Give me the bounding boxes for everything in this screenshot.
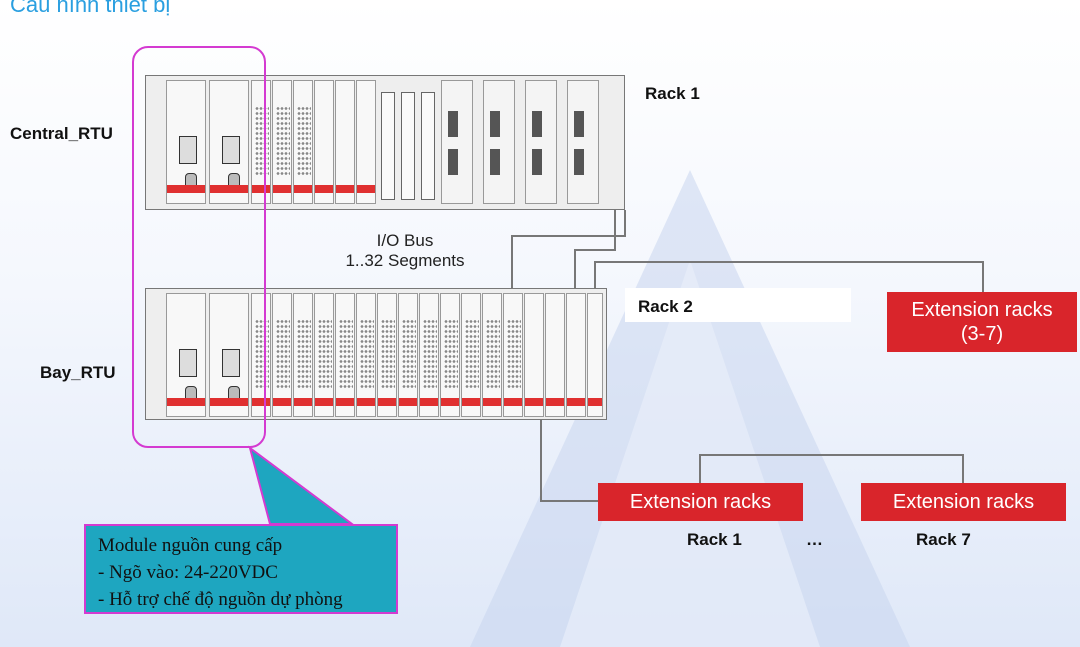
communication-module <box>525 80 557 204</box>
bay-rtu-rack <box>145 288 607 420</box>
io-module <box>440 293 460 417</box>
communication-module <box>441 80 473 204</box>
callout-redundancy: - Hỗ trợ chế độ nguồn dự phòng <box>98 589 343 610</box>
io-bus-title: I/O Bus <box>376 231 434 250</box>
io-module <box>335 80 355 204</box>
power-supply-module-2 <box>209 293 249 417</box>
io-module <box>356 80 376 204</box>
io-module <box>566 293 586 417</box>
bay-rtu-label: Bay_RTU <box>40 363 116 382</box>
power-supply-module-1 <box>166 293 206 417</box>
io-module <box>314 293 334 417</box>
io-module <box>482 293 502 417</box>
central-rtu-label: Central_RTU <box>10 124 113 143</box>
extension-racks-upper: Extension racks (3-7) <box>887 292 1077 352</box>
io-module <box>314 80 334 204</box>
rack1-label: Rack 1 <box>645 84 700 103</box>
communication-module <box>483 80 515 204</box>
page-title: Cấu hình thiết bị <box>10 0 171 17</box>
ext-ellipsis-label: … <box>806 530 823 549</box>
power-module-highlight <box>132 46 266 448</box>
ext-rack1-label: Rack 1 <box>687 530 742 549</box>
extension-racks-upper-title: Extension racks <box>911 299 1053 321</box>
io-module <box>335 293 355 417</box>
io-bus-label: I/O Bus 1..32 Segments <box>330 231 480 271</box>
io-module <box>503 293 523 417</box>
extension-racks-lower-left: Extension racks <box>598 483 803 521</box>
power-supply-module-1 <box>166 80 206 204</box>
rack2-label-bar <box>625 288 851 322</box>
io-module <box>419 293 439 417</box>
empty-slot <box>421 92 435 200</box>
io-module <box>377 293 397 417</box>
io-module <box>293 80 313 204</box>
io-module <box>398 293 418 417</box>
io-module <box>524 293 544 417</box>
io-module <box>356 293 376 417</box>
empty-slot <box>381 92 395 200</box>
io-module <box>587 293 603 417</box>
io-module <box>293 293 313 417</box>
extension-racks-lower-right: Extension racks <box>861 483 1066 521</box>
io-module <box>272 80 292 204</box>
io-bus-segments: 1..32 Segments <box>345 251 465 270</box>
io-module <box>461 293 481 417</box>
power-supply-module-2 <box>209 80 249 204</box>
callout-input-range: - Ngõ vào: 24-220VDC <box>98 562 278 583</box>
callout-title: Module nguồn cung cấp <box>98 535 283 556</box>
ext-rack7-label: Rack 7 <box>916 530 971 549</box>
central-rtu-rack <box>145 75 625 210</box>
communication-module <box>567 80 599 204</box>
power-module-callout: Module nguồn cung cấp - Ngõ vào: 24-220V… <box>84 524 398 614</box>
rack2-label: Rack 2 <box>638 297 693 316</box>
io-module <box>545 293 565 417</box>
empty-slot <box>401 92 415 200</box>
extension-racks-upper-range: (3-7) <box>960 323 1004 345</box>
io-module <box>272 293 292 417</box>
